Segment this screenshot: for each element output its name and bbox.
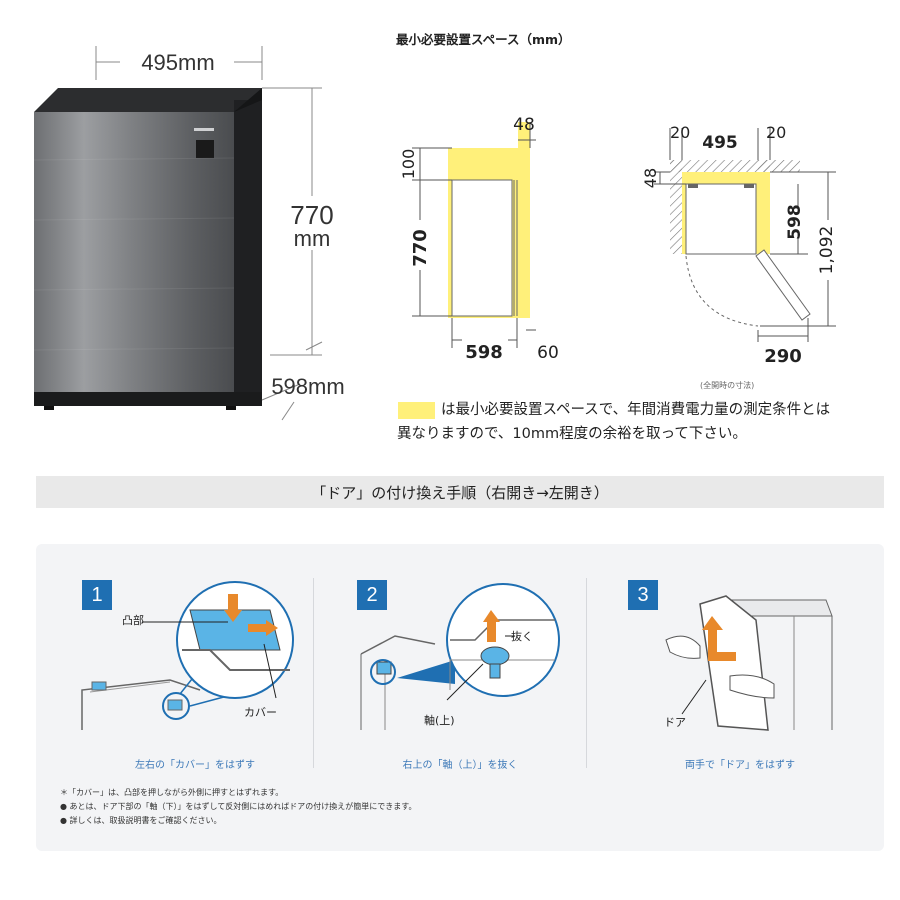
top-right-clearance: 20 [766, 123, 786, 142]
height-dim-unit: mm [294, 226, 331, 251]
legend-swatch [398, 402, 435, 419]
top-back-clearance: 48 [641, 168, 660, 188]
space-title: 最小必要設置スペース（mm） [396, 32, 571, 47]
top-door-swing: 290 [764, 346, 802, 367]
step-3-caption: 両手で「ドア」をはずす [685, 760, 795, 771]
width-dimension [95, 46, 263, 80]
step-3-badge: 3 [628, 580, 658, 610]
top-open-depth: 1,092 [817, 226, 837, 275]
depth-dimension [261, 341, 323, 421]
product-dimension-illustration: 495mm 770 mm 598mm [33, 46, 345, 421]
legend-line-1: は最小必要設置スペースで、年間消費電力量の測定条件とは [441, 402, 831, 418]
side-back-clearance: 48 [513, 115, 535, 135]
height-dimension [262, 87, 322, 356]
step-2-illustration [360, 583, 560, 730]
step-1-illustration [81, 581, 294, 730]
top-view-diagram: 20 495 20 48 598 1,092 290 [641, 123, 837, 367]
step-1-caption: 左右の「カバー」をはずす [135, 760, 255, 771]
width-dim-label: 495mm [141, 50, 214, 75]
door-section-title: 「ドア」の付け換え手順（右開き→左開き） [36, 476, 884, 508]
note-3: ● 詳しくは、取扱説明書をご確認ください。 [60, 816, 222, 825]
step-3-label-door: ドア [664, 716, 686, 729]
step-1-label-cover: カバー [244, 706, 277, 719]
side-height: 770 [410, 229, 431, 267]
side-view-diagram: 100 48 770 598 60 [399, 115, 559, 363]
height-dim-value: 770 [290, 200, 333, 230]
step-2-badge: 2 [357, 580, 387, 610]
legend-line-2: 異なりますので、10mm程度の余裕を取って下さい。 [397, 426, 747, 442]
side-door-depth: 60 [537, 343, 559, 363]
step-2-caption: 右上の「軸（上）」を抜く [402, 760, 518, 771]
side-top-clearance: 100 [399, 149, 418, 180]
note-1: ＊「カバー」は、凸部を押しながら外側に押すとはずれます。 [60, 788, 284, 797]
top-depth: 598 [785, 204, 805, 240]
step-2-label-pull: 抜く [511, 630, 533, 643]
fridge-photo [33, 88, 262, 410]
side-depth: 598 [465, 342, 503, 363]
note-2: ● あとは、ドア下部の「軸（下）」をはずして反対側にはめればドアの付け換えが簡単… [60, 802, 417, 811]
top-left-clearance: 20 [670, 123, 690, 142]
depth-dim-label: 598mm [271, 374, 344, 399]
step-divider [586, 578, 587, 768]
step-2-label-axis: 軸(上) [424, 714, 455, 727]
space-caption: (全開時の寸法) [700, 381, 755, 390]
step-divider [313, 578, 314, 768]
top-width: 495 [702, 133, 738, 153]
step-1-badge: 1 [82, 580, 112, 610]
step-1-label-convex: 凸部 [122, 614, 144, 627]
step-3-illustration [665, 595, 833, 731]
